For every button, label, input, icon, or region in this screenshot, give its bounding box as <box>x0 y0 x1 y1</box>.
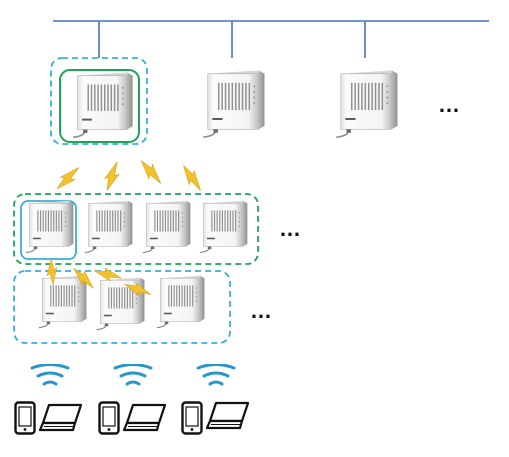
leaf-group-outline <box>13 270 231 344</box>
mesh-access-point-icon <box>199 200 248 254</box>
lightning-bolt-icon <box>102 159 122 193</box>
mesh-root-highlight <box>20 200 77 260</box>
wifi-signal-icon <box>196 364 236 386</box>
root-ap-tier <box>50 57 399 145</box>
smartphone-icon <box>181 401 203 435</box>
leaf-access-point-icon <box>156 274 206 329</box>
wifi-signal-icon <box>113 364 153 386</box>
mesh-ap-tier <box>13 193 259 265</box>
laptop-icon <box>206 401 250 430</box>
client-devices <box>14 401 250 435</box>
wired-backbone <box>53 20 489 58</box>
laptop-icon <box>123 403 167 432</box>
root-tier-more-indicator: … <box>438 92 461 117</box>
smartphone-icon <box>98 401 120 435</box>
laptop-icon <box>39 403 83 432</box>
root-ap-group-outline <box>50 57 148 145</box>
leaf-ap-tier <box>13 270 231 344</box>
mesh-access-point-icon <box>25 200 74 254</box>
mesh-group-outline <box>13 193 259 265</box>
leaf-access-point-icon <box>38 274 88 329</box>
leaf-tier-more-indicator: … <box>250 298 273 323</box>
smartphone-icon <box>14 401 36 435</box>
lightning-bolt-icon <box>53 161 83 195</box>
root-access-point-icon <box>72 71 134 139</box>
wireless-links-upper <box>53 156 208 195</box>
wifi-signals <box>30 364 236 386</box>
root-ap-highlight <box>59 69 140 143</box>
mesh-access-point-icon <box>84 200 133 254</box>
mesh-tier-more-indicator: … <box>279 216 302 241</box>
wifi-signal-icon <box>30 364 70 386</box>
lightning-bolt-icon <box>176 162 208 194</box>
root-access-point-icon <box>335 69 399 139</box>
mesh-access-point-icon <box>142 200 191 254</box>
root-access-point-icon <box>202 69 266 139</box>
lightning-bolt-icon <box>135 156 167 188</box>
